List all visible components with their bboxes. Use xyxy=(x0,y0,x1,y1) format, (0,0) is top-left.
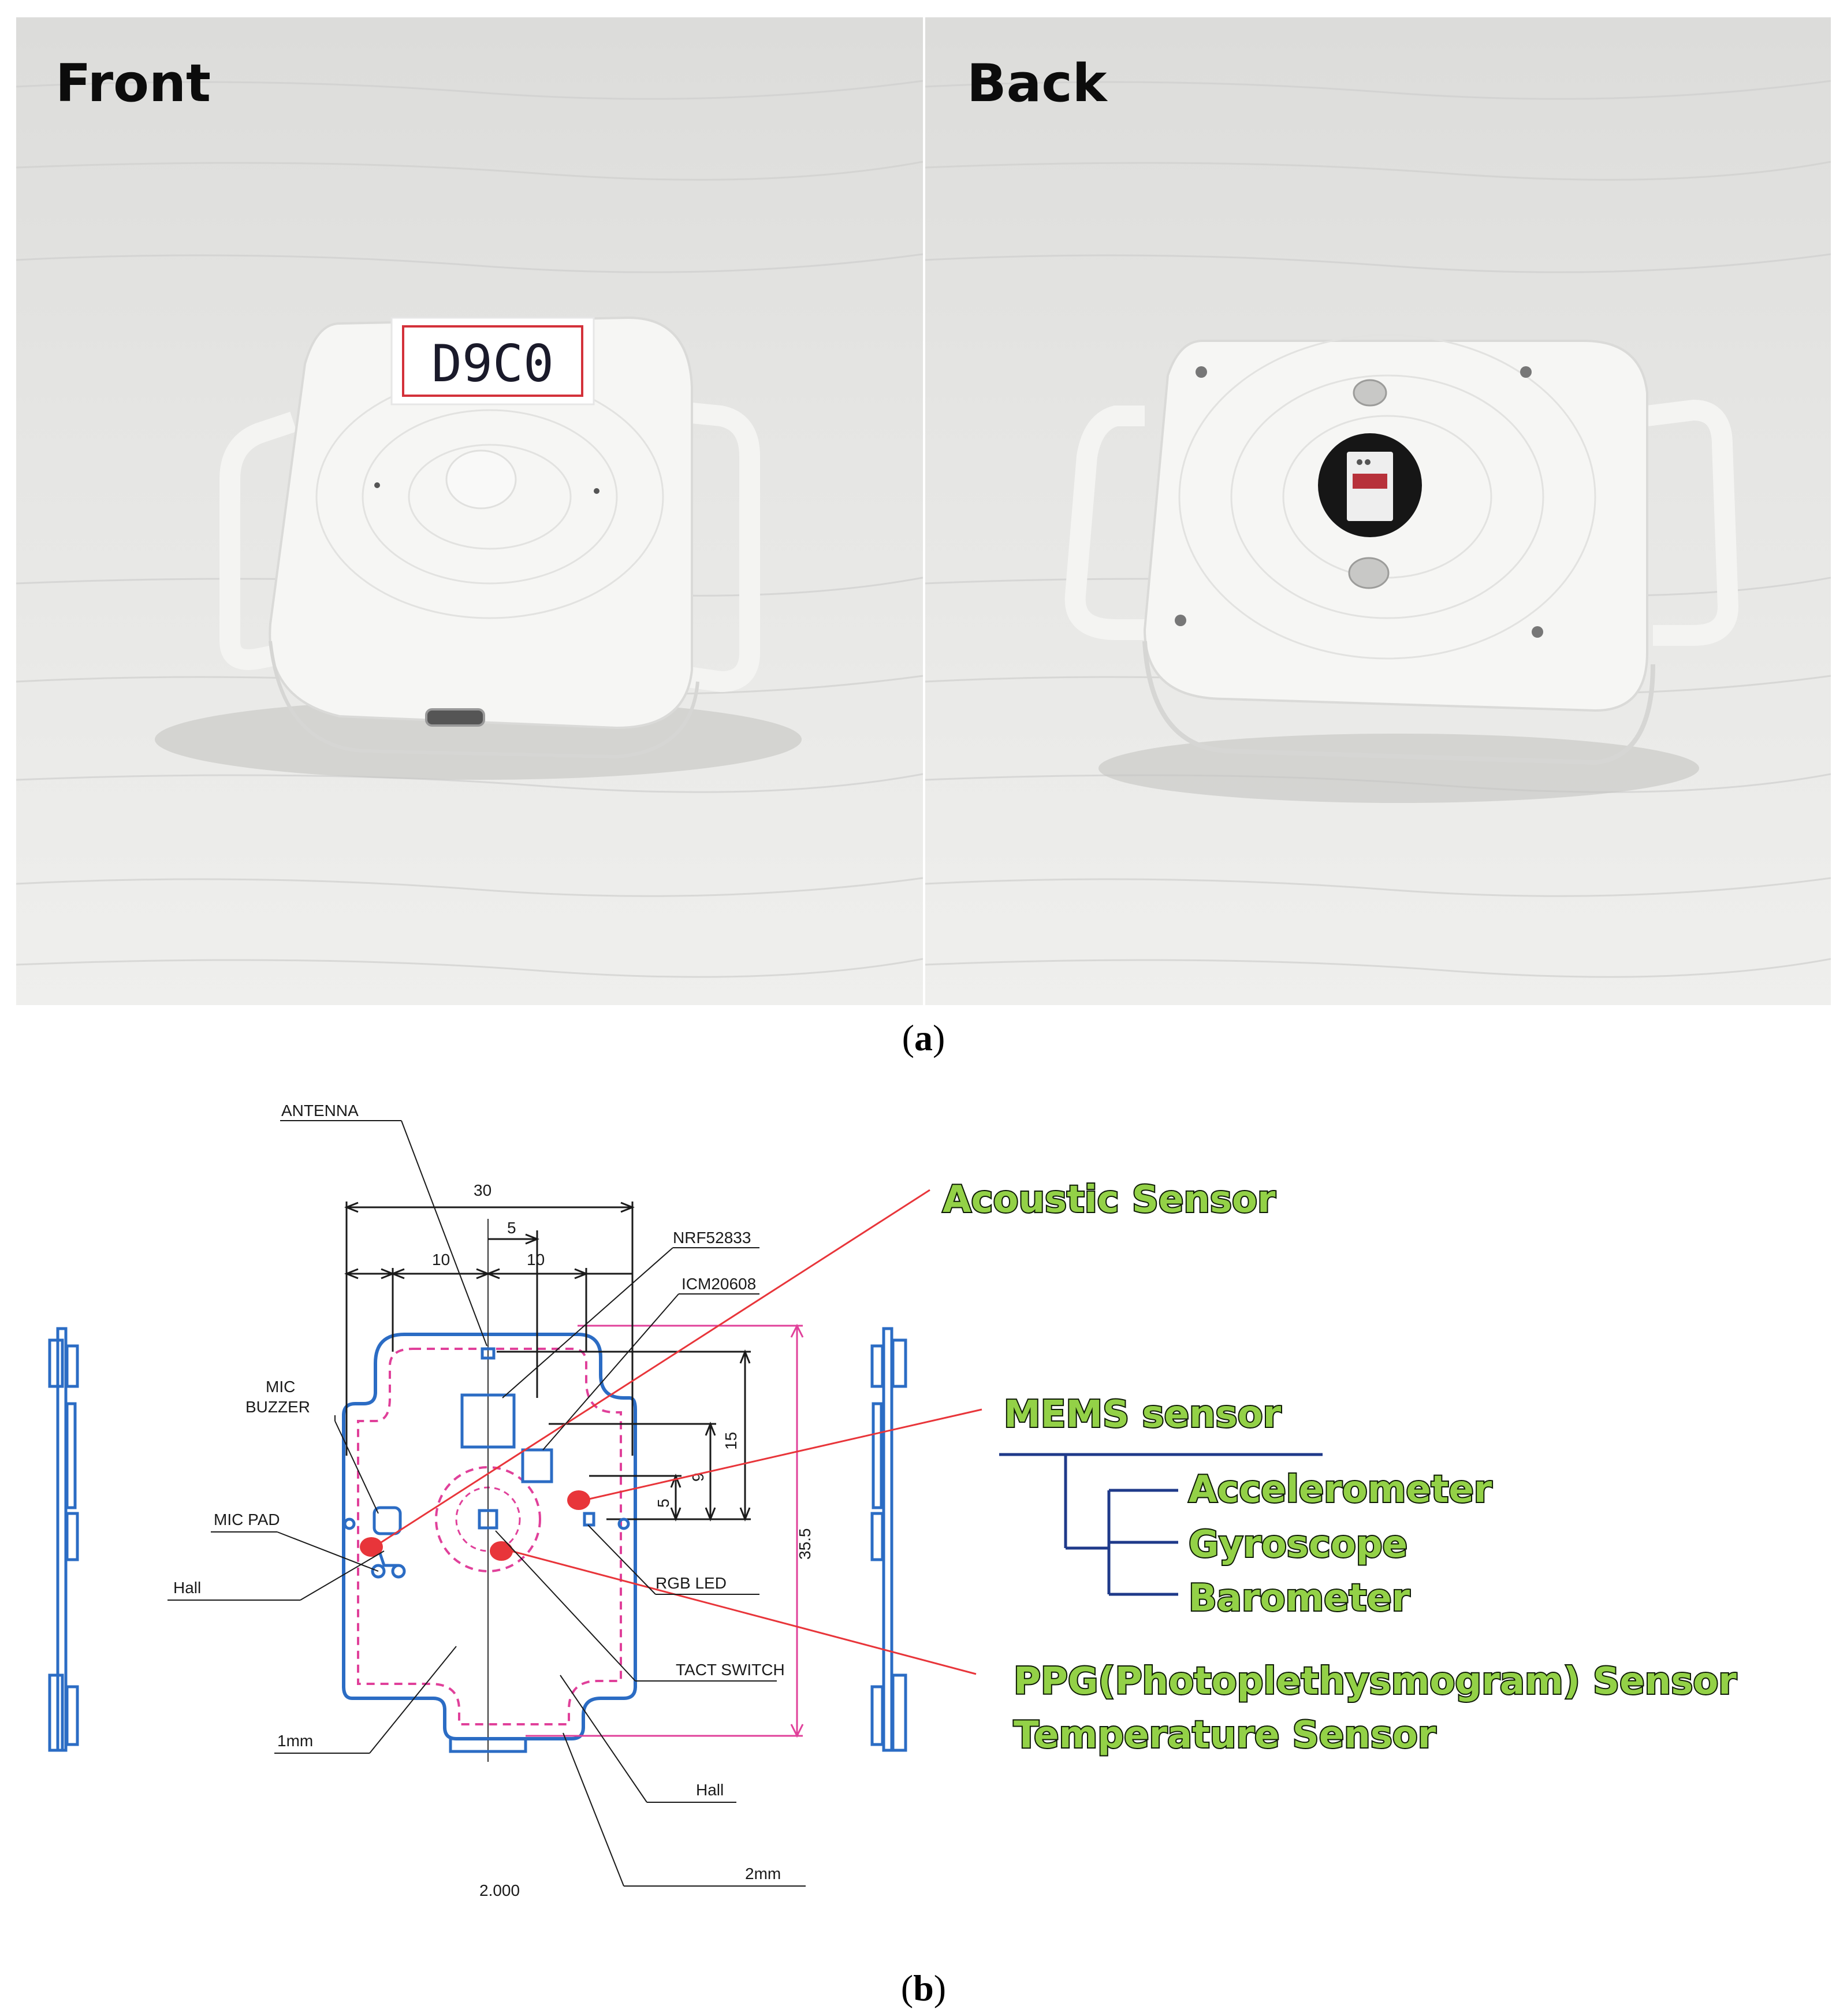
callout-leaders xyxy=(381,1189,982,1675)
mems-tree xyxy=(999,1453,1323,1596)
label-leaders xyxy=(167,1120,806,1887)
mic-pad-circle-left xyxy=(371,1564,386,1579)
caption-b: (b) xyxy=(900,1967,947,2008)
caption-a: (a) xyxy=(902,1017,945,1058)
antenna-pad xyxy=(481,1347,496,1360)
back-label: Back xyxy=(967,53,1107,114)
dim-35-5: 35.5 xyxy=(796,1528,814,1560)
callout-gyroscope: Gyroscope xyxy=(1189,1523,1407,1566)
acoustic-marker xyxy=(360,1537,383,1557)
pcb-outline xyxy=(342,1333,637,1740)
label-rgb-led: RGB LED xyxy=(656,1574,727,1592)
dim-15: 15 xyxy=(722,1432,740,1450)
components xyxy=(343,1347,630,1753)
label-mic-pad: MIC PAD xyxy=(214,1511,280,1528)
mic-pad-circle-right xyxy=(391,1564,406,1579)
device-drawing: 35.5 30 5 10 10 xyxy=(48,1102,1738,1899)
label-antenna: ANTENNA xyxy=(281,1102,359,1119)
mic-buzzer xyxy=(373,1506,402,1535)
front-photo: D9C0 Front xyxy=(16,17,923,1005)
callout-mems: MEMS sensor xyxy=(1004,1393,1282,1436)
device-tag-text: D9C0 xyxy=(431,334,554,393)
left-side-view xyxy=(48,1327,79,1752)
label-thickness: 2.000 xyxy=(479,1881,520,1899)
callout-acoustic: Acoustic Sensor xyxy=(943,1178,1276,1221)
label-hall-left: Hall xyxy=(173,1579,201,1597)
label-1mm: 1mm xyxy=(277,1732,313,1750)
label-nrf52833: NRF52833 xyxy=(673,1229,751,1247)
dim-5-vertical: 5 xyxy=(654,1498,672,1508)
label-2mm: 2mm xyxy=(745,1865,781,1883)
label-tact-switch: TACT SWITCH xyxy=(676,1661,785,1679)
callout-temperature: Temperature Sensor xyxy=(1014,1714,1436,1757)
height-dimension xyxy=(526,1323,804,1738)
dim-10-left: 10 xyxy=(432,1251,450,1269)
mems-marker xyxy=(567,1490,590,1510)
width-dimensions xyxy=(344,1202,635,1456)
keepout-outline xyxy=(357,1348,622,1725)
nrf-chip xyxy=(460,1393,516,1449)
usb-connector xyxy=(449,1737,527,1753)
back-device-illustration xyxy=(925,80,1831,978)
back-photo: Back xyxy=(925,17,1831,1005)
sensor-markers xyxy=(360,1490,590,1561)
hall-hole-left xyxy=(343,1517,356,1530)
callout-ppg: PPG(Photoplethysmogram) Sensor xyxy=(1014,1660,1737,1703)
vertical-dimensions xyxy=(497,1349,751,1522)
callout-barometer: Barometer xyxy=(1189,1577,1410,1620)
label-icm20608: ICM20608 xyxy=(682,1275,756,1293)
callout-accelerometer: Accelerometer xyxy=(1189,1468,1492,1511)
tact-switch-pad xyxy=(583,1512,595,1527)
hall-hole-right xyxy=(617,1517,630,1530)
caption-a-letter: a xyxy=(914,1017,933,1058)
ppg-marker xyxy=(490,1541,513,1561)
front-device-illustration: D9C0 xyxy=(16,80,923,978)
label-hall-bottom: Hall xyxy=(696,1781,724,1799)
label-mic: MIC xyxy=(266,1378,295,1396)
caption-b-letter: b xyxy=(913,1967,934,2008)
dim-10-right: 10 xyxy=(527,1251,545,1269)
dim-30: 30 xyxy=(474,1181,491,1199)
dim-5: 5 xyxy=(507,1219,516,1237)
label-buzzer: BUZZER xyxy=(245,1398,310,1416)
front-label: Front xyxy=(55,53,211,114)
icm-chip xyxy=(521,1448,553,1483)
rgb-led-pad xyxy=(478,1509,498,1530)
right-side-view xyxy=(870,1327,907,1752)
